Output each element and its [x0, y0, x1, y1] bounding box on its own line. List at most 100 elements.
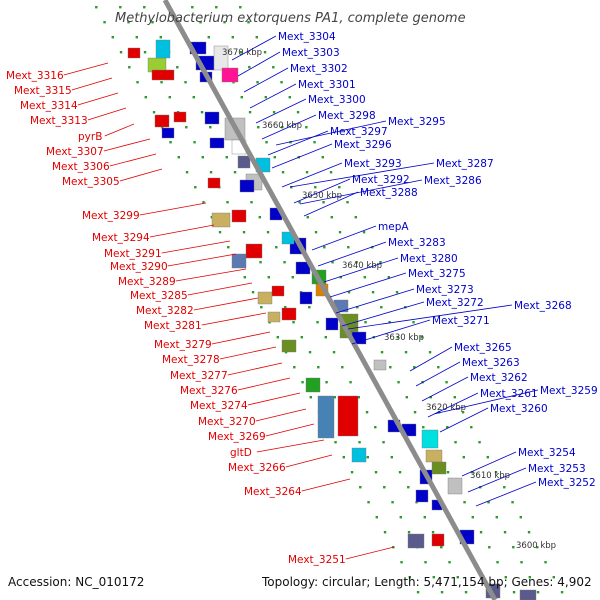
- scale-label: 3650 kbp: [302, 191, 342, 201]
- tick-dot: [374, 426, 377, 429]
- tick-dot: [462, 456, 465, 459]
- gene-label-left: Mext_3264: [244, 486, 302, 498]
- tick-dot: [119, 51, 123, 54]
- tick-dot: [463, 501, 466, 504]
- tick-dot: [272, 111, 276, 114]
- tick-dot: [330, 216, 333, 219]
- tick-dot: [275, 246, 278, 249]
- tick-dot: [248, 111, 252, 114]
- tick-dot: [413, 411, 417, 414]
- gene-label-left: Mext_3290: [110, 261, 168, 273]
- tick-dot: [371, 291, 375, 294]
- gene-block: [281, 339, 297, 353]
- tick-dot: [399, 516, 402, 519]
- tick-dot: [520, 561, 523, 564]
- leader-line: [167, 253, 237, 267]
- gene-label-right: Mext_3273: [416, 284, 474, 296]
- gene-label-left: Mext_3277: [170, 370, 228, 382]
- tick-dot: [306, 216, 309, 219]
- tick-dot: [323, 246, 326, 249]
- gene-block: [211, 212, 231, 228]
- tick-dot: [272, 66, 275, 69]
- gene-label-right: Mext_3303: [282, 47, 340, 59]
- leader-line: [461, 451, 517, 477]
- leader-line: [247, 392, 301, 406]
- leader-line: [323, 257, 399, 283]
- tick-dot: [511, 501, 514, 504]
- tick-dot: [407, 486, 410, 489]
- gene-block: [431, 533, 445, 547]
- gene-labels: Mext_3316Mext_3315Mext_3314Mext_3313pyrB…: [6, 31, 598, 566]
- tick-dot: [280, 81, 283, 84]
- tick-dot: [291, 276, 294, 279]
- tick-dot: [160, 81, 163, 84]
- tick-dot: [103, 21, 106, 24]
- leader-line: [63, 62, 109, 76]
- tick-dot: [226, 201, 229, 204]
- gene-label-right: Mext_3295: [388, 116, 446, 128]
- leader-line: [293, 178, 351, 204]
- tick-dot: [127, 21, 130, 24]
- tick-dot: [290, 186, 293, 189]
- gene-label-right: Mext_3271: [432, 315, 490, 327]
- tick-dot: [223, 21, 226, 24]
- tick-dot: [446, 426, 449, 429]
- gene-block: [281, 307, 297, 321]
- tick-dot: [192, 96, 195, 99]
- tick-dot: [239, 6, 242, 9]
- gene-label-right: Mext_3253: [528, 463, 586, 475]
- gene-label-left: Mext_3314: [20, 100, 78, 112]
- tick-dot: [305, 171, 309, 174]
- tick-dot: [331, 261, 334, 264]
- gene-block: [209, 137, 225, 149]
- leader-line: [149, 224, 215, 238]
- tick-dot: [255, 36, 258, 39]
- tick-dot: [404, 351, 408, 354]
- tick-dot: [358, 441, 361, 444]
- leader-line: [219, 346, 277, 360]
- gene-label-left: Mext_3307: [46, 146, 104, 158]
- gene-block: [127, 47, 141, 59]
- label-leader-lines: [63, 35, 539, 560]
- tick-dot: [227, 246, 230, 249]
- gene-block: [447, 477, 463, 495]
- leader-line: [227, 362, 283, 376]
- leader-line: [475, 481, 537, 507]
- tick-dot: [470, 471, 474, 474]
- leader-line: [275, 120, 387, 146]
- tick-dot: [390, 456, 393, 459]
- map-title: Methylobacterium extorquens PA1, complet…: [115, 11, 466, 26]
- gene-label-right: Mext_3254: [518, 447, 576, 459]
- leader-line: [103, 138, 151, 152]
- gene-label-right: Mext_3252: [538, 477, 596, 489]
- scale-label: 3610 kbp: [470, 471, 510, 481]
- tick-dot: [202, 201, 205, 204]
- leader-line: [249, 83, 297, 109]
- gene-label-right: Mext_3297: [330, 126, 388, 138]
- tick-dot: [445, 381, 448, 384]
- leader-line: [301, 478, 351, 492]
- tick-dot: [503, 486, 506, 489]
- tick-dot: [356, 306, 359, 309]
- tick-dot: [423, 516, 426, 519]
- leader-line: [255, 408, 307, 422]
- tick-dot: [389, 366, 392, 369]
- gene-label-left: Mext_3278: [162, 354, 220, 366]
- tick-dot: [284, 351, 288, 354]
- tick-dot: [288, 96, 291, 99]
- tick-dot: [281, 171, 285, 174]
- gene-label-right: Mext_3261: [480, 388, 538, 400]
- tick-dot: [322, 201, 325, 204]
- leader-line: [104, 123, 135, 137]
- tick-dot: [512, 591, 516, 594]
- leader-line: [119, 168, 163, 182]
- leader-line: [341, 301, 425, 327]
- gene-label-left: Mext_3315: [14, 85, 72, 97]
- tick-dot: [387, 276, 390, 279]
- tick-dot: [144, 96, 147, 99]
- leader-line: [256, 439, 325, 453]
- leader-line: [139, 202, 207, 216]
- tick-dot: [383, 486, 386, 489]
- tick-dot: [243, 276, 246, 279]
